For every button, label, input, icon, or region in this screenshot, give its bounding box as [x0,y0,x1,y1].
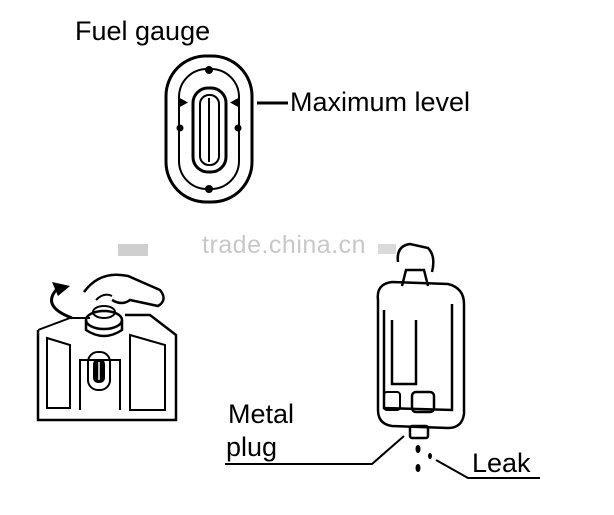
metal-label: Metal [228,399,295,429]
fuel-gauge-label: Fuel gauge [75,16,211,46]
leak-leader-line [435,459,540,479]
metal-plug-leader-line [225,435,405,465]
canister-leak-illustration [376,242,466,472]
canister-cap-illustration [36,244,178,422]
watermark-fade-left [378,244,396,254]
maximum-level-label: Maximum level [290,87,471,117]
watermark: trade.china.cn [202,231,367,259]
leak-label: Leak [472,448,531,478]
plug-label: plug [226,432,278,462]
fuel-gauge-illustration [164,54,254,204]
